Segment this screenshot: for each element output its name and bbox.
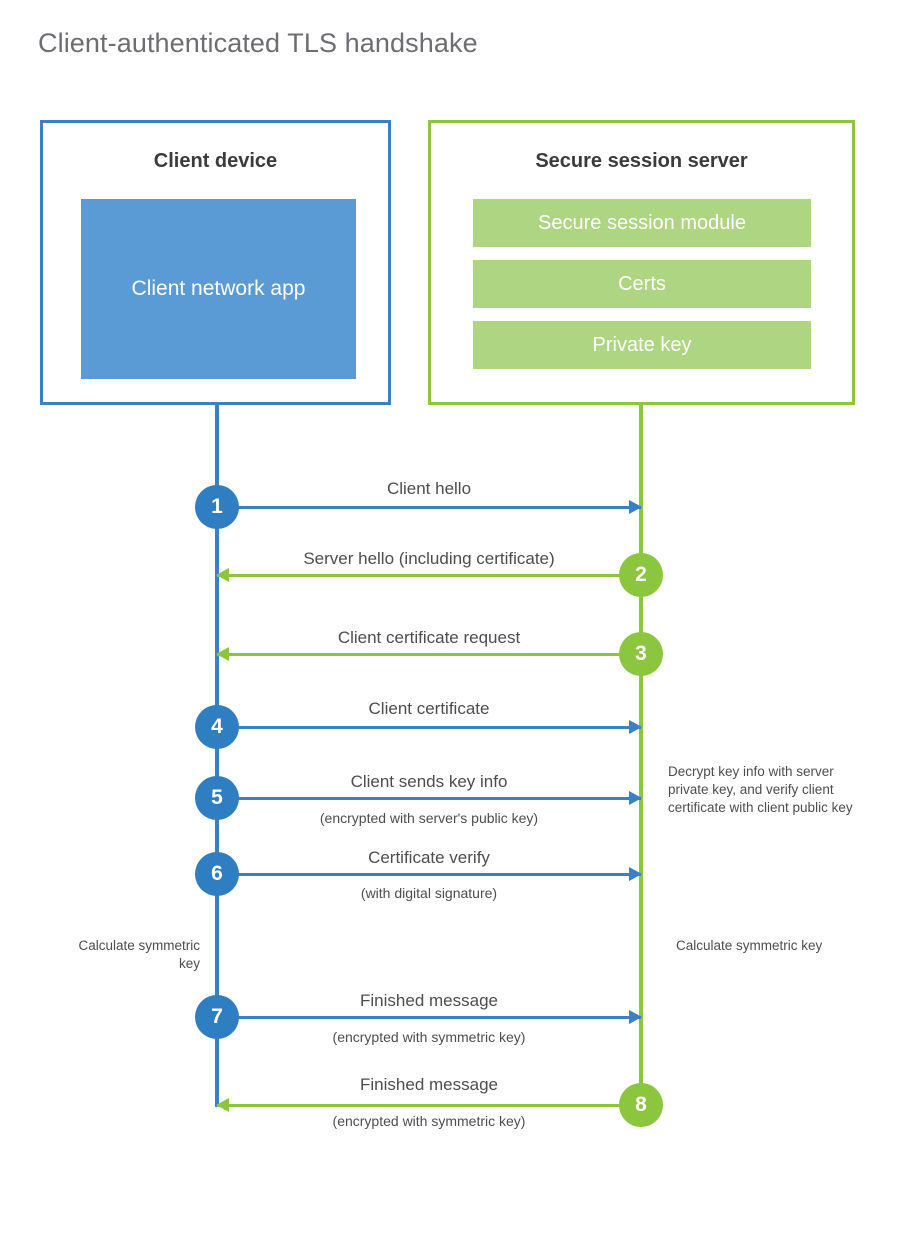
arrow-line [217, 573, 641, 577]
arrow-head-right-icon [629, 720, 642, 734]
client-network-app-block: Client network app [81, 199, 356, 379]
arrow-line [217, 872, 641, 876]
page-title: Client-authenticated TLS handshake [38, 28, 478, 58]
arrow-head-left-icon [216, 647, 229, 661]
step-badge-4[interactable]: 4 [195, 705, 239, 749]
step-6-label: Certificate verify [368, 848, 490, 867]
server-calculate-symmetric-key-annotation: Calculate symmetric key [676, 938, 823, 953]
step-badge-7[interactable]: 7 [195, 995, 239, 1039]
arrow-head-left-icon [216, 568, 229, 582]
arrow-line [217, 1015, 641, 1019]
arrow-line [217, 652, 641, 656]
arrow-head-left-icon [216, 1098, 229, 1112]
arrow-line [217, 1103, 641, 1107]
step-8-sublabel: (encrypted with symmetric key) [332, 1113, 526, 1129]
step-badge-3[interactable]: 3 [619, 632, 663, 676]
step-5-sublabel: (encrypted with server's public key) [319, 810, 539, 826]
server-component-secure-session-module: Secure session module [473, 199, 811, 247]
step-1-label: Client hello [386, 479, 472, 498]
server-decrypt-annotation: Decrypt key info with server private key… [668, 764, 853, 815]
step-4-label: Client certificate [368, 699, 490, 718]
arrow-head-right-icon [629, 1010, 642, 1024]
step-badge-5[interactable]: 5 [195, 776, 239, 820]
step-badge-1[interactable]: 1 [195, 485, 239, 529]
arrow-head-right-icon [629, 867, 642, 881]
step-6-sublabel: (with digital signature) [360, 885, 498, 901]
server-component-private-key: Private key [473, 321, 811, 369]
server-component-certs: Certs [473, 260, 811, 308]
arrow-head-right-icon [629, 791, 642, 805]
secure-session-server-title: Secure session server [535, 150, 748, 172]
step-7-label: Finished message [360, 991, 498, 1010]
client-calculate-symmetric-key-annotation: Calculate symmetric key [78, 938, 200, 971]
step-7-sublabel: (encrypted with symmetric key) [332, 1029, 526, 1045]
arrow-head-right-icon [629, 500, 642, 514]
client-device-title: Client device [153, 150, 278, 172]
arrow-line [217, 796, 641, 800]
arrow-line [217, 725, 641, 729]
step-badge-2[interactable]: 2 [619, 553, 663, 597]
step-3-label: Client certificate request [337, 628, 521, 647]
server-components-list: Secure session module Certs Private key [473, 199, 811, 369]
arrow-line [217, 505, 641, 509]
step-badge-6[interactable]: 6 [195, 852, 239, 896]
secure-session-server-box: Secure session server Secure session mod… [428, 120, 855, 405]
client-lifeline [215, 405, 219, 1107]
server-lifeline [639, 405, 643, 1107]
step-8-label: Finished message [360, 1075, 498, 1094]
step-5-label: Client sends key info [350, 772, 508, 791]
client-device-box: Client device Client network app [40, 120, 391, 405]
step-2-label: Server hello (including certificate) [303, 549, 555, 568]
step-badge-8[interactable]: 8 [619, 1083, 663, 1127]
